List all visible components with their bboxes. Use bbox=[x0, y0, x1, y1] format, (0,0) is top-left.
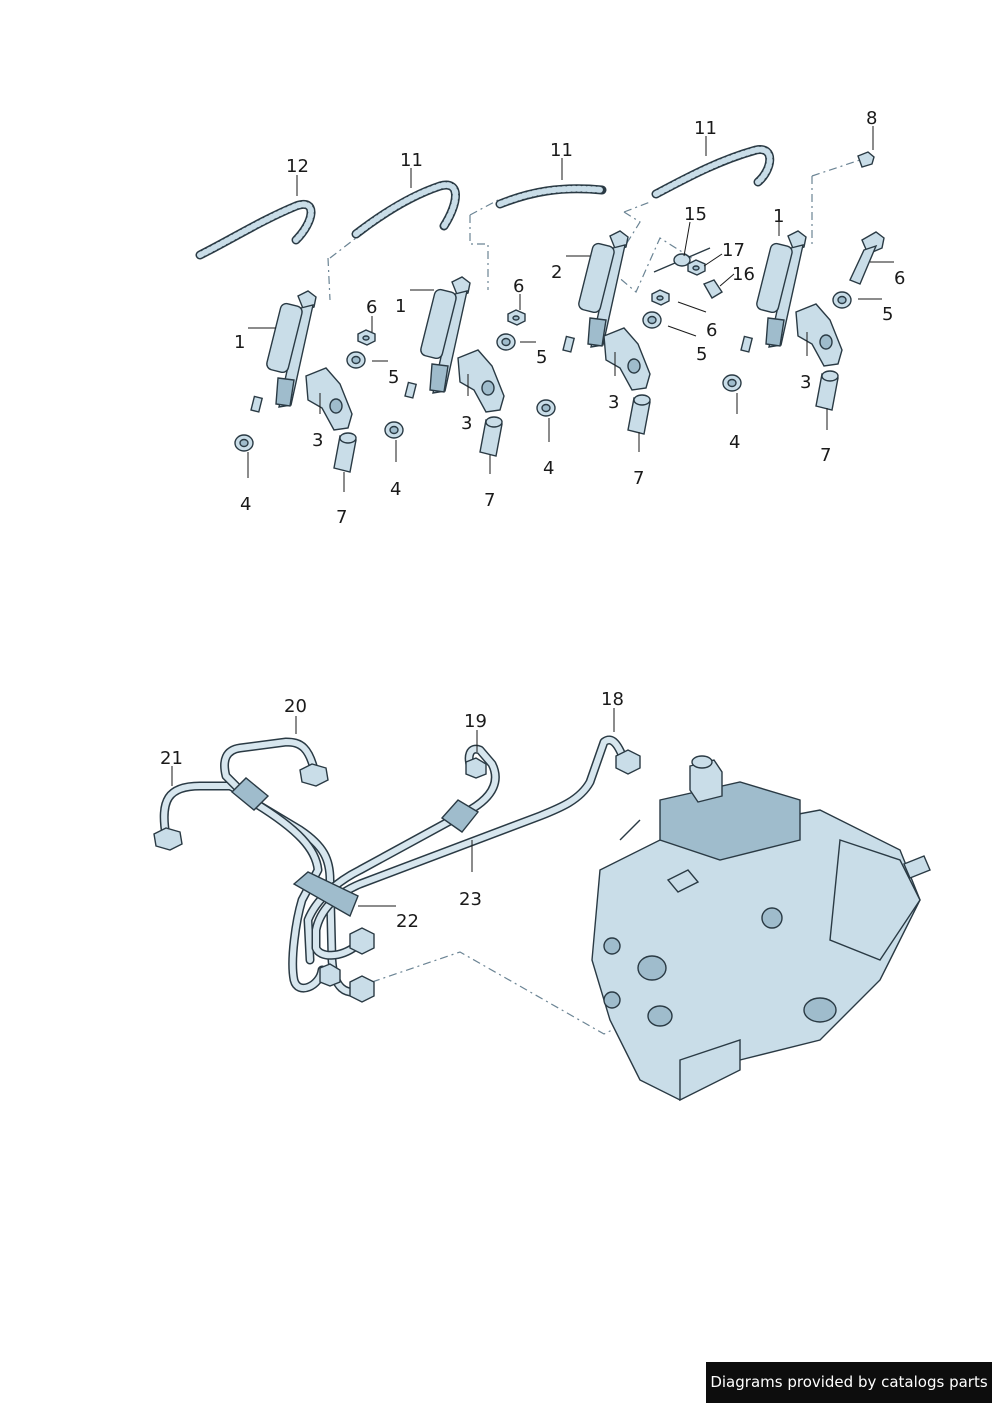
nut-6c bbox=[651, 289, 670, 306]
callout-7d: 7 bbox=[820, 445, 831, 466]
callout-17: 17 bbox=[722, 240, 745, 261]
callout-6c: 6 bbox=[706, 320, 717, 341]
washer-5a bbox=[346, 351, 366, 369]
callout-6a: 6 bbox=[366, 297, 377, 318]
washer-5d bbox=[832, 291, 852, 309]
callout-6d: 6 bbox=[894, 268, 905, 289]
bolt-6 bbox=[849, 231, 885, 285]
clamp-3d bbox=[795, 303, 843, 367]
leak-off-hose-11c bbox=[651, 145, 775, 199]
nut-6a bbox=[357, 329, 376, 346]
bolt-16 bbox=[702, 279, 723, 299]
attribution-footer: Diagrams provided by catalogs parts bbox=[706, 1362, 992, 1403]
clamp-3c bbox=[603, 327, 651, 391]
callout-3d: 3 bbox=[800, 372, 811, 393]
callout-3c: 3 bbox=[608, 392, 619, 413]
callouts-lower: 20 21 19 18 22 23 bbox=[160, 689, 624, 932]
callout-11c: 11 bbox=[694, 118, 717, 139]
callout-22: 22 bbox=[396, 911, 419, 932]
callout-2: 2 bbox=[551, 262, 562, 283]
callout-16: 16 bbox=[732, 264, 755, 285]
sleeve-7b bbox=[479, 416, 503, 457]
callout-6b: 6 bbox=[513, 276, 524, 297]
washer-5b bbox=[496, 333, 516, 351]
callouts-upper: 12 11 11 11 8 1 1 1 2 15 17 16 6 6 6 bbox=[234, 108, 905, 528]
injection-pipes bbox=[159, 735, 629, 997]
callout-20: 20 bbox=[284, 696, 307, 717]
callout-11b: 11 bbox=[550, 140, 573, 161]
callout-15: 15 bbox=[684, 204, 707, 225]
injector-1a bbox=[250, 290, 317, 413]
callout-1c: 1 bbox=[773, 206, 784, 227]
pipe-nuts bbox=[153, 749, 641, 1003]
callout-8: 8 bbox=[866, 108, 877, 129]
clamp-3a bbox=[305, 367, 353, 431]
seal-washer-4d bbox=[722, 374, 742, 392]
cap-8 bbox=[857, 151, 875, 168]
callout-3b: 3 bbox=[461, 413, 472, 434]
callout-18: 18 bbox=[601, 689, 624, 710]
injector-1c bbox=[740, 230, 807, 353]
callout-11a: 11 bbox=[400, 150, 423, 171]
callout-4b: 4 bbox=[390, 479, 401, 500]
callout-7c: 7 bbox=[633, 468, 644, 489]
callout-5b: 5 bbox=[536, 347, 547, 368]
leak-off-hose-11b bbox=[495, 184, 607, 209]
callout-4a: 4 bbox=[240, 494, 251, 515]
callout-3a: 3 bbox=[312, 430, 323, 451]
callout-1b: 1 bbox=[395, 296, 406, 317]
seal-washer-4b bbox=[384, 421, 404, 439]
line-fitting-15 bbox=[653, 247, 711, 273]
sleeve-7a bbox=[333, 432, 357, 473]
callout-23: 23 bbox=[459, 889, 482, 910]
callout-4c: 4 bbox=[543, 458, 554, 479]
callout-7a: 7 bbox=[336, 507, 347, 528]
pipe-clamps bbox=[230, 777, 480, 918]
nut-17 bbox=[687, 259, 706, 276]
injection-pump bbox=[591, 755, 931, 1102]
leak-off-hose-11a bbox=[351, 180, 460, 239]
callout-5d: 5 bbox=[882, 304, 893, 325]
callout-19: 19 bbox=[464, 711, 487, 732]
callout-4d: 4 bbox=[729, 432, 740, 453]
nut-6b bbox=[507, 309, 526, 326]
seal-washer-4a bbox=[234, 434, 254, 452]
assembly-lines-upper bbox=[327, 159, 861, 301]
clamp-3b bbox=[457, 349, 505, 413]
washer-5c bbox=[642, 311, 662, 329]
callout-7b: 7 bbox=[484, 490, 495, 511]
seal-washer-4c bbox=[536, 399, 556, 417]
callout-5c: 5 bbox=[696, 344, 707, 365]
callout-21: 21 bbox=[160, 748, 183, 769]
sleeve-7c bbox=[627, 394, 651, 435]
callout-5a: 5 bbox=[388, 367, 399, 388]
callout-12: 12 bbox=[286, 156, 309, 177]
leak-off-hose-12 bbox=[195, 199, 316, 260]
callout-1a: 1 bbox=[234, 332, 245, 353]
sleeve-7d bbox=[815, 370, 839, 411]
